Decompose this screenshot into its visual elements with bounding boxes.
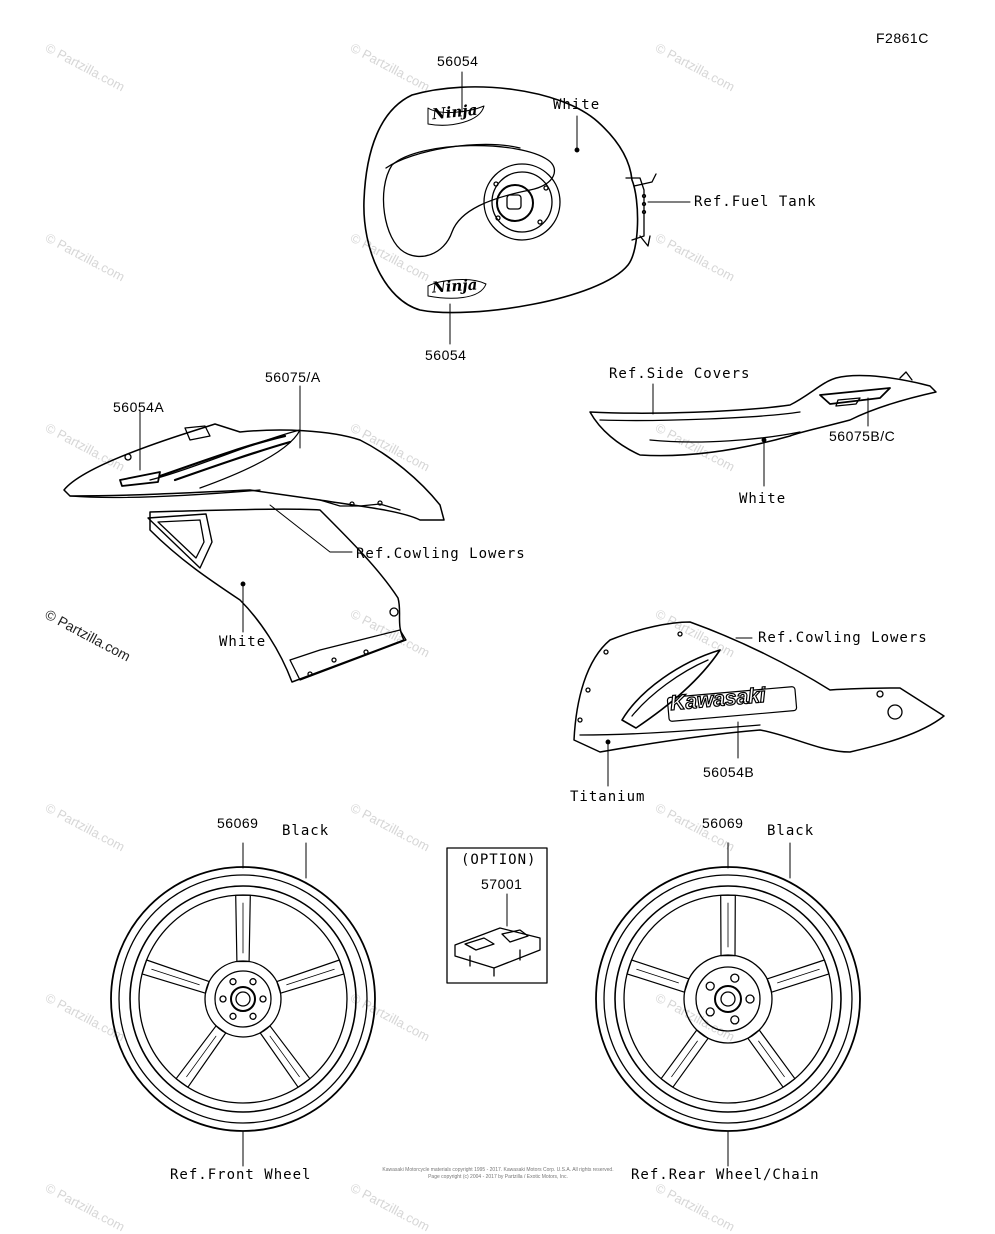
rear-wheel-color-label: Black — [767, 823, 815, 839]
side-cover-part-number: 56075B/C — [829, 428, 896, 444]
cowling-left-part-b: 56075/A — [265, 369, 321, 385]
tank-top-part-number: 56054 — [437, 53, 479, 69]
wheel-bolt-hole — [229, 978, 237, 986]
rear-wheel-drawing — [595, 866, 861, 1132]
wheel-spoke-center-line — [286, 968, 335, 986]
wheel-bolt-hole — [249, 978, 257, 986]
wheel-bolt-hole — [730, 973, 740, 983]
fuel-tank-drawing — [363, 86, 657, 314]
wheel-spoke — [720, 894, 736, 957]
wheel-bolt-hole — [705, 1007, 715, 1017]
diagram-drawing — [63, 71, 945, 1167]
wheel-bolt-hole — [249, 1012, 257, 1020]
wheel-bolt-hole — [730, 1015, 740, 1025]
ninja-decal-bottom: Ninja — [431, 275, 479, 297]
option-title: (OPTION) — [461, 852, 537, 868]
wheel-spoke-center-line — [671, 1040, 698, 1078]
copyright-line-2: Page copyright (c) 2004 - 2017 by Partzi… — [428, 1174, 568, 1180]
option-part-drawing — [454, 927, 541, 977]
ref-front-wheel-label: Ref.Front Wheel — [170, 1167, 312, 1183]
wheel-spoke-center-line — [186, 1035, 217, 1078]
wheel-spoke-center-line — [777, 968, 820, 984]
front-wheel-color-label: Black — [282, 823, 330, 839]
wheel-spoke-center-line — [758, 1040, 785, 1078]
figure-code: F2861C — [876, 30, 929, 46]
wheel-spoke — [276, 959, 345, 994]
ref-fuel-tank-label: Ref.Fuel Tank — [694, 194, 817, 210]
ninja-decal-top: Ninja — [431, 100, 479, 124]
wheel-spoke — [766, 959, 830, 993]
side-cover-color-label: White — [739, 491, 787, 507]
wheel-spoke-center-line — [151, 968, 200, 986]
wheel-spoke — [660, 1029, 709, 1088]
wheel-spoke — [235, 894, 251, 963]
wheel-bolt-hole — [229, 1012, 237, 1020]
cowling-right-color-label: Titanium — [570, 789, 646, 805]
wheel-spoke — [259, 1025, 311, 1088]
wheel-spoke — [747, 1029, 796, 1088]
wheel-bolt-hole — [219, 995, 227, 1003]
ref-cowling-lowers-left-label: Ref.Cowling Lowers — [356, 546, 526, 562]
wheel-spoke — [141, 959, 210, 994]
front-wheel-drawing — [110, 866, 376, 1132]
ref-rear-wheel-label: Ref.Rear Wheel/Chain — [631, 1167, 820, 1183]
left-cowling-drawing — [63, 423, 445, 683]
tank-bottom-part-number: 56054 — [425, 347, 467, 363]
front-wheel-part-number: 56069 — [217, 815, 259, 831]
rear-wheel-part-number: 56069 — [702, 815, 744, 831]
ref-cowling-lowers-right-label: Ref.Cowling Lowers — [758, 630, 928, 646]
wheel-bolt-hole — [745, 994, 755, 1004]
wheel-bolt-hole — [705, 981, 715, 991]
cowling-left-color-label: White — [219, 634, 267, 650]
wheel-spoke — [175, 1025, 227, 1088]
cowling-right-part-number: 56054B — [703, 764, 755, 780]
wheel-spoke — [626, 959, 690, 993]
tank-color-label: White — [553, 97, 601, 113]
option-box — [446, 847, 548, 984]
option-part-number: 57001 — [481, 876, 523, 892]
ref-side-covers-label: Ref.Side Covers — [609, 366, 751, 382]
wheel-spoke-center-line — [269, 1035, 300, 1078]
parts-diagram: © Partzilla.com© Partzilla.com© Partzill… — [42, 30, 945, 1234]
right-cowling-drawing — [573, 621, 945, 753]
side-cover-drawing — [589, 371, 937, 457]
copyright-line-1: Kawasaki Motorcycle materials copyright … — [382, 1167, 614, 1173]
wheel-bolt-hole — [259, 995, 267, 1003]
cowling-left-part-a: 56054A — [113, 399, 165, 415]
wheel-spoke-center-line — [636, 968, 679, 984]
